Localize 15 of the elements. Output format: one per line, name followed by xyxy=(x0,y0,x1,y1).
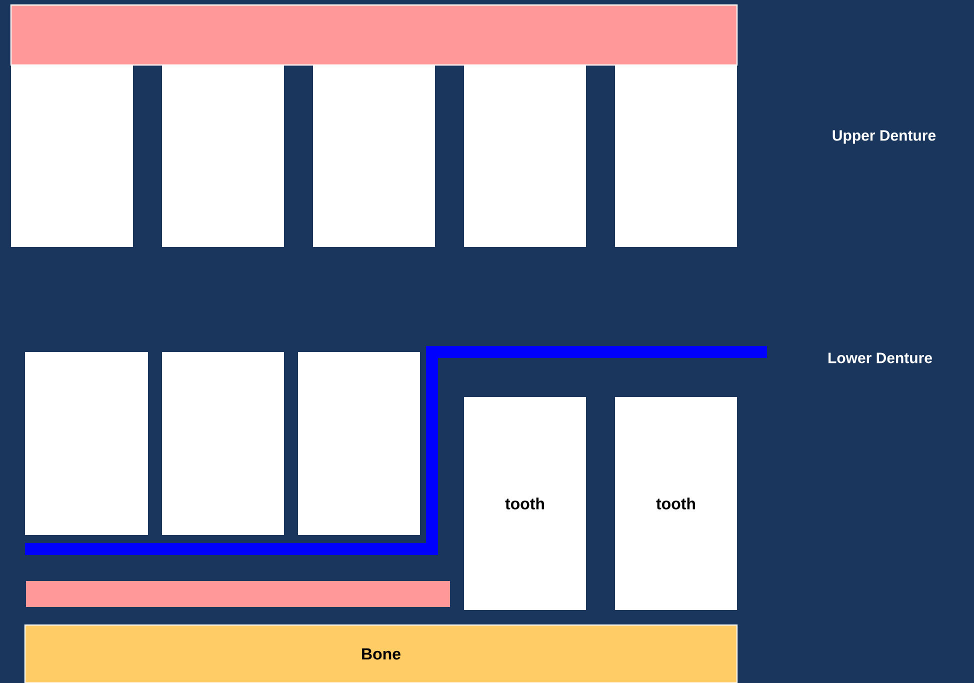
bone-block: Bone xyxy=(24,624,738,683)
tooth-box xyxy=(313,65,435,247)
tooth-box xyxy=(25,352,148,535)
tooth-box xyxy=(162,65,284,247)
gum-bar xyxy=(10,4,738,66)
side-label: Upper Denture xyxy=(832,130,936,144)
tooth-box xyxy=(11,65,133,247)
tooth-box xyxy=(615,65,737,247)
tooth-box: tooth xyxy=(464,397,586,610)
tooth-box xyxy=(298,352,420,535)
tooth-box: tooth xyxy=(615,397,737,610)
tooth-box xyxy=(162,352,284,535)
side-label: Lower Denture xyxy=(828,352,932,364)
gum-bar xyxy=(26,581,450,607)
tooth-box xyxy=(464,65,586,247)
